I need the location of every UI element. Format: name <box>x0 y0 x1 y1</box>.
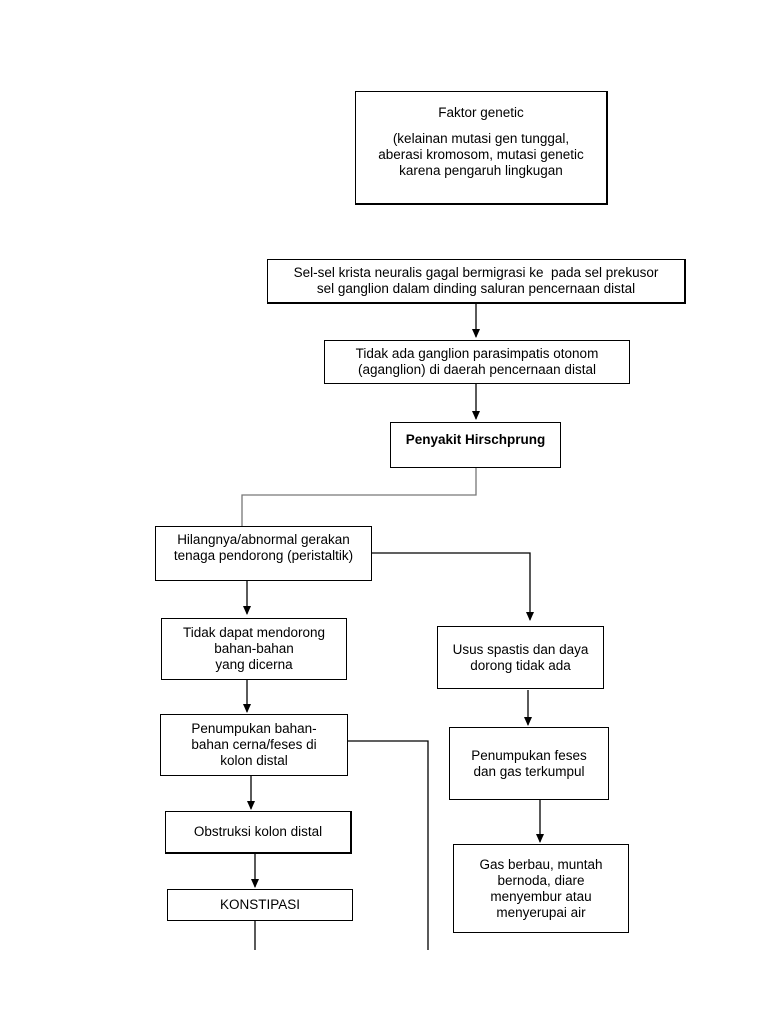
node-aganglion: Tidak ada ganglion parasimpatis otonom (… <box>324 340 630 384</box>
node-accumulation: Penumpukan bahan- bahan cerna/feses di k… <box>160 714 348 776</box>
node-symptoms: Gas berbau, muntah bernoda, diare menyem… <box>453 844 629 933</box>
node-hirschsprung-label: Penyakit Hirschprung <box>405 432 546 447</box>
node-accumulation-line-2: bahan cerna/feses di <box>191 737 317 752</box>
node-cannot-push-line-1: Tidak dapat mendorong <box>182 625 326 640</box>
node-aganglion-line-2: (aganglion) di daerah pencernaan distal <box>358 362 596 377</box>
node-accumulation-line-3: kolon distal <box>220 753 288 768</box>
node-symptoms-line-2: bernoda, diare <box>497 872 585 888</box>
node-neural-crest-line-1: Sel-sel krista neuralis gagal bermigrasi… <box>293 265 659 280</box>
node-genetic-detail-3: karena pengaruh lingkugan <box>399 163 563 178</box>
arrow-peristaltic-to-spastic <box>372 552 534 621</box>
node-symptoms-line-3: menyembur atau <box>490 888 592 904</box>
node-cannot-push-line-2: bahan-bahan <box>214 641 294 656</box>
node-genetic-factor: Faktor genetic (kelainan mutasi gen tung… <box>355 91 608 205</box>
node-peristaltic-line-1: Hilangnya/abnormal gerakan <box>177 532 350 547</box>
node-peristaltic-line-2: tenaga pendorong (peristaltik) <box>173 548 354 563</box>
node-symptoms-line-1: Gas berbau, muntah <box>479 856 603 872</box>
node-constipation: KONSTIPASI <box>167 889 353 921</box>
node-spastic-line-1: Usus spastis dan daya <box>452 641 589 657</box>
node-constipation-label: KONSTIPASI <box>219 897 301 912</box>
node-genetic-title: Faktor genetic <box>438 105 524 120</box>
connector-accumulation-right <box>348 740 429 950</box>
node-neural-crest: Sel-sel krista neuralis gagal bermigrasi… <box>267 259 686 304</box>
node-feces-gas: Penumpukan feses dan gas terkumpul <box>449 727 609 800</box>
node-feces-gas-line-2: dan gas terkumpul <box>473 763 585 779</box>
node-genetic-detail-1: (kelainan mutasi gen tunggal, <box>392 131 570 146</box>
node-cannot-push: Tidak dapat mendorong bahan-bahan yang d… <box>161 618 347 680</box>
node-obstruction-label: Obstruksi kolon distal <box>193 824 323 839</box>
node-cannot-push-line-3: yang dicerna <box>215 657 293 672</box>
node-genetic-detail-2: aberasi kromosom, mutasi genetic <box>378 147 584 162</box>
node-spastic: Usus spastis dan daya dorong tidak ada <box>437 626 604 689</box>
node-spastic-line-2: dorong tidak ada <box>470 657 571 673</box>
node-hirschsprung: Penyakit Hirschprung <box>390 422 561 468</box>
connector-hirschsprung-to-peristaltic <box>241 468 477 526</box>
node-aganglion-line-1: Tidak ada ganglion parasimpatis otonom <box>355 346 599 361</box>
node-symptoms-line-4: menyerupai air <box>496 904 586 920</box>
node-peristaltic: Hilangnya/abnormal gerakan tenaga pendor… <box>155 526 372 581</box>
node-accumulation-line-1: Penumpukan bahan- <box>191 721 317 736</box>
node-neural-crest-line-2: sel ganglion dalam dinding saluran pence… <box>316 281 636 296</box>
node-obstruction: Obstruksi kolon distal <box>165 811 352 854</box>
node-feces-gas-line-1: Penumpukan feses <box>471 747 587 763</box>
